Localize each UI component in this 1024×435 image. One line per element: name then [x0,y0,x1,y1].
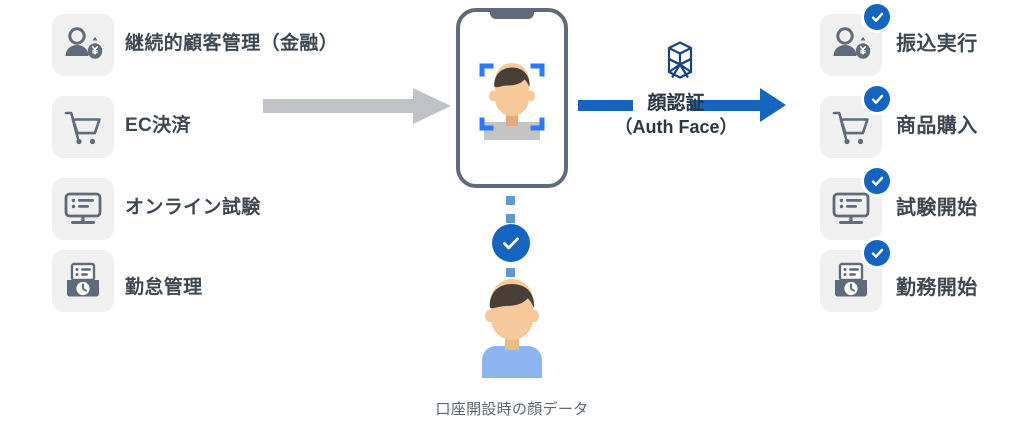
left-item-label-0: 継続的顧客管理（金融） [125,33,339,54]
person-money-bag-icon [831,25,871,65]
auth-label-en: （Auth Face） [614,116,738,137]
center-caption: 口座開設時の顔データ [435,401,589,418]
auth-label-jp: 顔認証 [647,93,705,114]
check-badge [864,240,890,266]
arrow-right-icon [760,88,786,122]
person-money-bag-icon [63,25,103,65]
check-badge [864,4,890,30]
user-avatar-icon [474,278,550,383]
auth-face-logo-icon [658,40,706,97]
connector-dot [506,196,515,205]
time-clock-card-icon [63,261,103,301]
smartphone-face-scan-icon [456,8,568,188]
left-icon-tile-3 [52,250,114,312]
check-circle-icon [492,224,530,262]
left-item-label-1: EC決済 [125,115,191,136]
right-item-label-2: 試験開始 [896,197,978,219]
shopping-cart-icon [63,107,103,147]
check-badge [864,168,890,194]
right-item-label-0: 振込実行 [896,33,978,55]
left-icon-tile-0 [52,14,114,76]
check-badge [864,86,890,112]
right-item-label-3: 勤務開始 [896,277,978,299]
face-scan-brackets-icon [460,54,564,154]
auth-arrow-label: 顔認証 （Auth Face） [608,92,744,139]
left-icon-tile-2 [52,178,114,240]
shopping-cart-icon [831,107,871,147]
connector-dot [506,268,515,277]
time-clock-card-icon [831,261,871,301]
left-item-label-2: オンライン試験 [125,197,261,218]
left-item-label-3: 勤怠管理 [125,277,203,298]
right-item-label-1: 商品購入 [896,115,978,137]
phone-notch [490,10,534,19]
left-icon-tile-1 [52,96,114,158]
auth-arrow-tail [578,100,633,111]
connector-dot [506,214,515,223]
arrow-right-icon [263,88,451,129]
desktop-monitor-list-icon [63,189,103,229]
desktop-monitor-list-icon [831,189,871,229]
auth-arrow-shaft [690,100,762,111]
